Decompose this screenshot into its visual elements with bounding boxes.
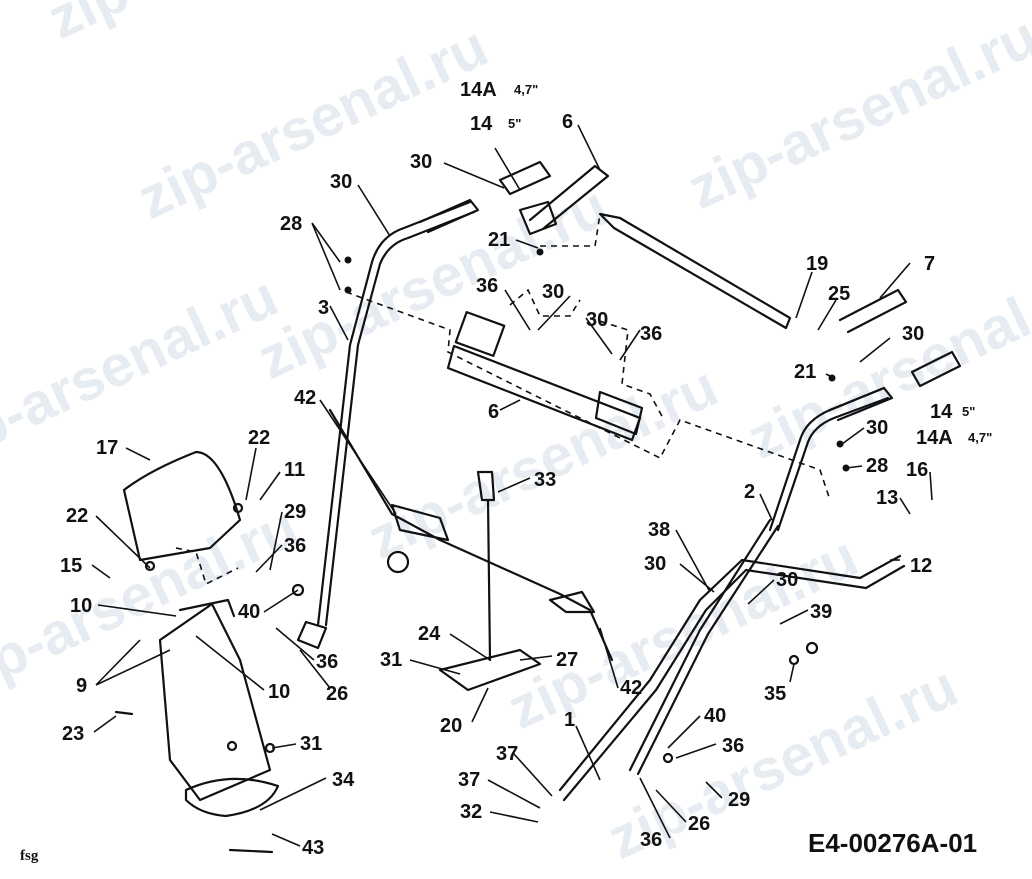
leader-lines (91, 124, 933, 847)
size-5-top: 5" (508, 116, 521, 131)
label-14-right: 14 (930, 401, 953, 423)
label-23: 23 (62, 723, 84, 745)
label-30-r2: 30 (866, 417, 888, 439)
label-6-top: 6 (562, 111, 573, 133)
label-34: 34 (332, 769, 355, 791)
label-14a-top: 14A (460, 79, 497, 101)
size-5-right: 5" (962, 404, 975, 419)
label-22-left: 22 (66, 505, 88, 527)
label-21-l: 21 (488, 229, 510, 251)
label-13: 13 (876, 487, 898, 509)
label-29-bottom: 29 (728, 789, 750, 811)
label-12: 12 (910, 555, 932, 577)
label-24: 24 (418, 623, 441, 645)
corner-mark: fsg (20, 848, 39, 864)
label-20: 20 (440, 715, 462, 737)
watermark: zip-arsenal.ru (678, 3, 1032, 221)
fasteners (144, 248, 850, 764)
label-10-top: 10 (70, 595, 92, 617)
crossbar-lever-top (518, 164, 610, 236)
label-31-bottom: 31 (300, 733, 322, 755)
label-28-l: 28 (280, 213, 302, 235)
watermark: zip-arsenal.ru (0, 263, 287, 481)
label-29-top: 29 (284, 501, 306, 523)
label-43: 43 (302, 837, 324, 859)
label-10-bottom: 10 (268, 681, 290, 703)
label-11: 11 (284, 459, 305, 481)
label-14a-right: 14A (916, 427, 953, 449)
label-6-mid: 6 (488, 401, 499, 423)
watermark: zip-arsenal.ru (0, 493, 307, 711)
crossbar-tube (446, 212, 792, 442)
control-rod (438, 470, 542, 692)
label-15: 15 (60, 555, 82, 577)
label-39: 39 (810, 601, 832, 623)
label-40-right: 40 (704, 705, 726, 727)
watermark: zip-arsenal.ru (128, 13, 497, 231)
upper-handle-left (296, 198, 480, 650)
label-42-bottom: 42 (620, 677, 642, 699)
watermark: zip-arsenal.ru (38, 0, 407, 52)
size-4-7-right: 4,7" (968, 430, 992, 445)
label-16: 16 (906, 459, 928, 481)
label-30-top: 30 (410, 151, 432, 173)
label-35: 35 (764, 683, 786, 705)
label-30-c1: 30 (542, 281, 564, 303)
label-17: 17 (96, 437, 118, 459)
label-25: 25 (828, 283, 850, 305)
watermark: zip-arsenal.ru (498, 523, 867, 741)
diagram-code: E4-00276A-01 (808, 828, 977, 858)
label-36-c: 36 (476, 275, 498, 297)
control-cable (328, 408, 614, 662)
label-26-right: 26 (688, 813, 710, 835)
chute-assembly (114, 450, 280, 854)
label-14-top: 14 (470, 113, 493, 135)
label-31-left: 31 (380, 649, 402, 671)
label-36-bottom: 36 (640, 829, 662, 851)
label-33: 33 (534, 469, 556, 491)
label-19: 19 (806, 253, 828, 275)
assembly-guides (175, 213, 831, 586)
label-36-right: 36 (722, 735, 744, 757)
label-22-top: 22 (248, 427, 270, 449)
label-30-lh: 30 (330, 171, 352, 193)
label-7: 7 (924, 253, 935, 275)
label-30-r: 30 (902, 323, 924, 345)
label-3: 3 (318, 297, 329, 319)
label-2: 2 (744, 481, 755, 503)
watermark: zip-arsenal.ru (358, 353, 727, 571)
label-30-c2: 30 (586, 309, 608, 331)
label-37-top: 37 (496, 743, 518, 765)
label-38: 38 (648, 519, 670, 541)
handle-grips (498, 160, 962, 388)
label-36-b: 36 (316, 651, 338, 673)
label-36-left: 36 (284, 535, 306, 557)
size-4-7-top: 4,7" (514, 82, 538, 97)
label-32: 32 (460, 801, 482, 823)
label-9: 9 (76, 675, 87, 697)
label-37-bottom: 37 (458, 769, 480, 791)
label-27: 27 (556, 649, 578, 671)
upper-handle-right (768, 386, 894, 532)
label-1: 1 (564, 709, 575, 731)
label-21-r: 21 (794, 361, 816, 383)
label-28-r: 28 (866, 455, 888, 477)
lower-handle (558, 518, 906, 802)
label-30-mid2: 30 (776, 569, 798, 591)
label-30-mid: 30 (644, 553, 666, 575)
label-40-left: 40 (238, 601, 260, 623)
label-42-top: 42 (294, 387, 316, 409)
label-36-c2: 36 (640, 323, 662, 345)
label-26-left: 26 (326, 683, 348, 705)
